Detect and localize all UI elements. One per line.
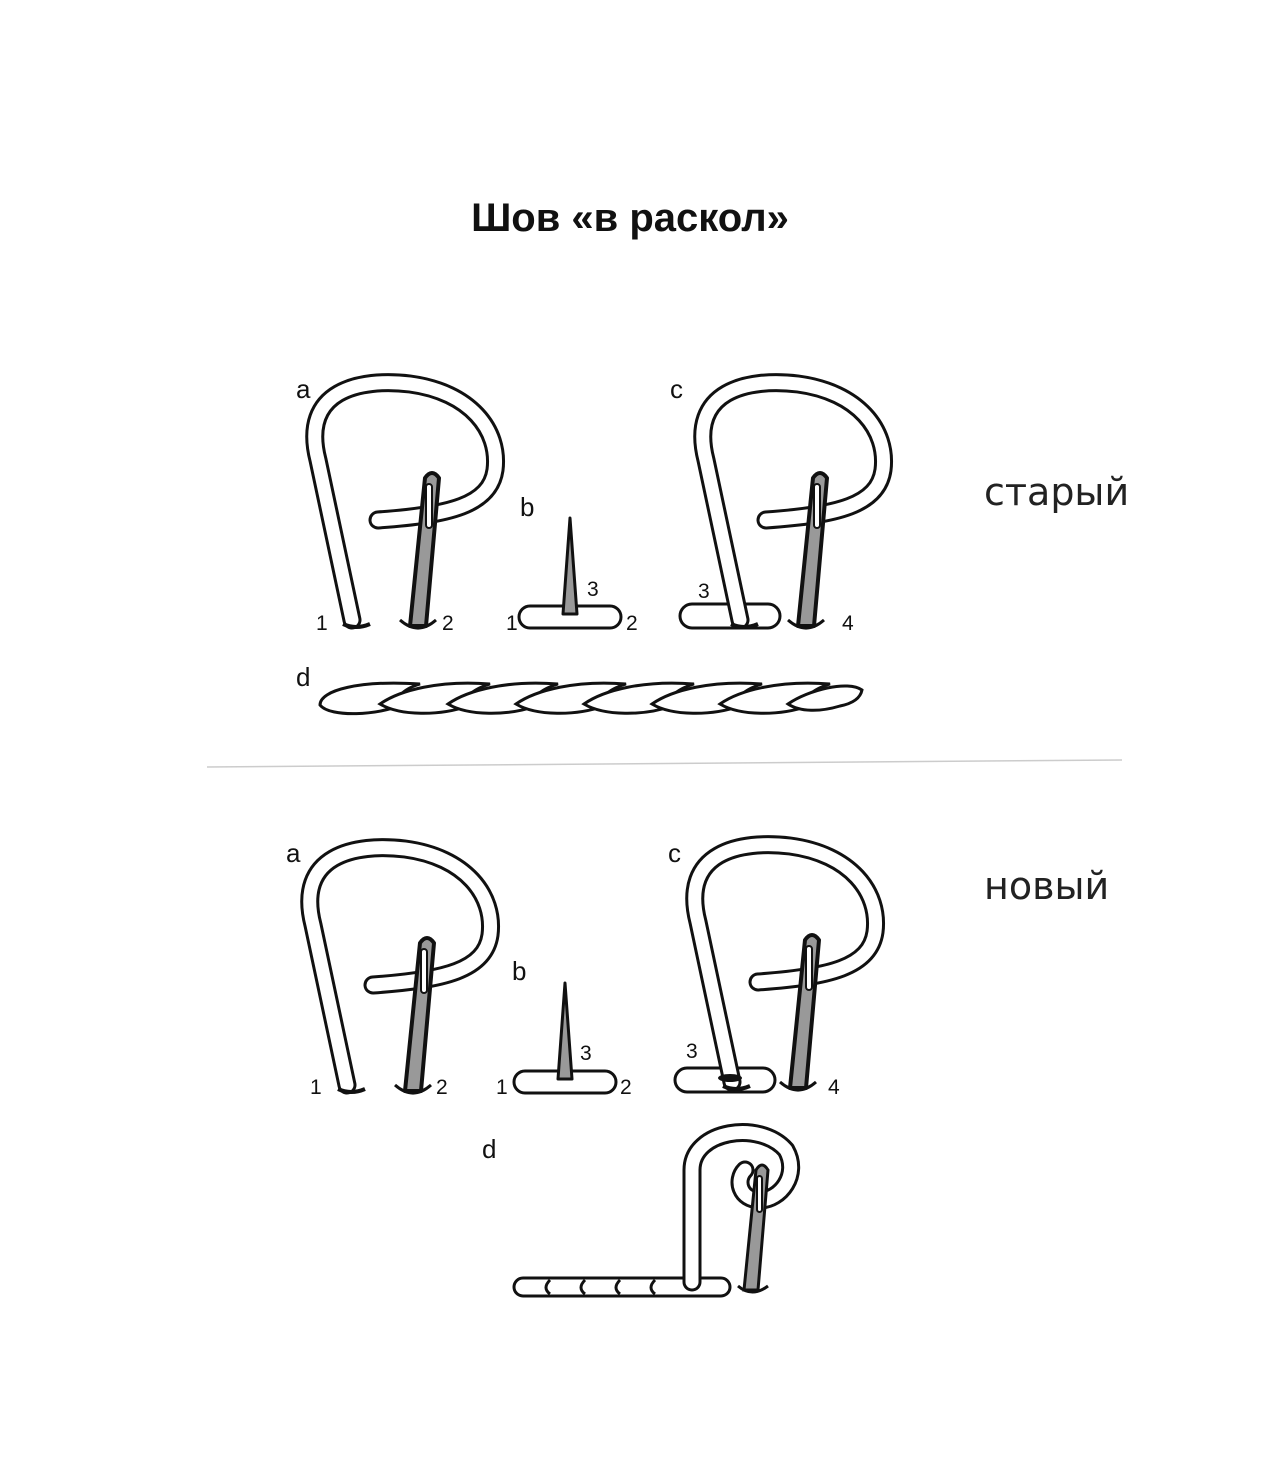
thread-loop-icon bbox=[315, 383, 496, 627]
step-label: a bbox=[286, 838, 301, 868]
variant-label-old: старый bbox=[984, 470, 1130, 514]
new-step-d: d bbox=[482, 1123, 801, 1298]
new-step-b: b 1 2 3 bbox=[496, 956, 632, 1099]
point-number: 2 bbox=[436, 1076, 448, 1099]
point-number: 3 bbox=[686, 1040, 698, 1063]
old-step-a: a 1 2 bbox=[296, 374, 496, 635]
step-label: c bbox=[670, 374, 683, 404]
stitch-needle-icon bbox=[517, 516, 623, 630]
point-number: 1 bbox=[316, 612, 328, 635]
old-step-b: b 1 2 3 bbox=[506, 492, 638, 635]
point-number: 3 bbox=[580, 1042, 592, 1065]
thread-loop-icon bbox=[310, 848, 491, 1092]
point-number: 3 bbox=[587, 578, 599, 601]
step-label: c bbox=[668, 838, 681, 868]
point-number: 4 bbox=[842, 612, 854, 635]
needle-icon bbox=[786, 471, 829, 630]
thread-loop-icon bbox=[695, 845, 876, 1089]
step-label: b bbox=[512, 956, 526, 986]
point-number: 3 bbox=[698, 580, 710, 603]
step-label: a bbox=[296, 374, 311, 404]
step-label: d bbox=[482, 1134, 496, 1164]
new-step-c: c 3 4 bbox=[668, 838, 876, 1099]
thread-loop-icon bbox=[703, 383, 884, 627]
point-number: 2 bbox=[626, 612, 638, 635]
step-label: b bbox=[520, 492, 534, 522]
point-number: 1 bbox=[506, 612, 518, 635]
point-number: 2 bbox=[442, 612, 454, 635]
needle-icon bbox=[778, 933, 821, 1092]
variant-label-new: новый bbox=[984, 864, 1110, 908]
new-step-a: a 1 2 bbox=[286, 838, 491, 1099]
section-divider bbox=[206, 759, 1123, 768]
old-step-d: d bbox=[296, 662, 864, 716]
point-number: 1 bbox=[496, 1076, 508, 1099]
needle-icon bbox=[393, 936, 436, 1095]
needle-icon bbox=[398, 471, 441, 630]
old-step-c: c 3 4 bbox=[670, 374, 884, 635]
point-number: 2 bbox=[620, 1076, 632, 1099]
page-title: Шов «в раскол» bbox=[471, 196, 789, 240]
point-number: 1 bbox=[310, 1076, 322, 1099]
step-label: d bbox=[296, 662, 310, 692]
point-number: 4 bbox=[828, 1076, 840, 1099]
stitch-needle-icon bbox=[512, 981, 618, 1095]
